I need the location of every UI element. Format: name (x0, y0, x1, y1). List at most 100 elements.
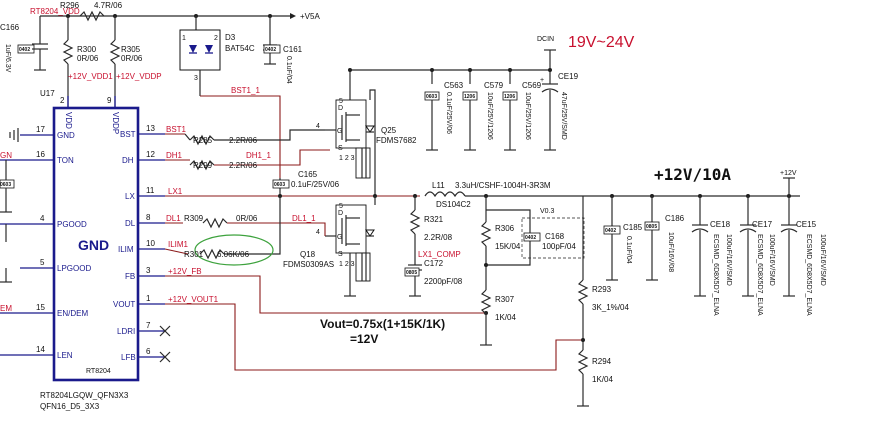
r307-ref: R307 (495, 295, 515, 304)
r305-ref: R305 (121, 45, 141, 54)
ic-footprint-2: QFN16_D5_3X3 (40, 402, 100, 411)
c168-val: 100pF/04 (542, 242, 576, 251)
svg-text:11: 11 (146, 186, 155, 195)
fb-vout-nets: +12V_FB +12V_VOUT1 Vout=0.75x(1+15K/1K) … (165, 267, 583, 371)
q25-val: FDMS7682 (376, 136, 417, 145)
bst-dh-nets: BST1 R285 2.2R/06 DH1 R299 2.2R/06 DH1_1 (165, 125, 330, 171)
r299-val: 2.2R/06 (229, 161, 258, 170)
net-bst1-1: BST1_1 (231, 86, 260, 95)
svg-text:17: 17 (36, 125, 45, 134)
input-voltage-label: 19V~24V (568, 34, 635, 51)
ce18-pkg: ECSMD_6D8X5D7_ELNA (712, 234, 719, 316)
q18-val: FDMS0309AS (283, 260, 334, 269)
svg-text:1: 1 (182, 35, 186, 42)
net-lx1-comp: LX1_COMP (418, 250, 461, 259)
c185-pkg: 0402 (605, 228, 616, 234)
svg-text:3: 3 (194, 75, 198, 82)
svg-text:1 2 3: 1 2 3 (339, 155, 355, 162)
output-rail-label: +12V/10A (654, 165, 731, 184)
svg-text:9: 9 (107, 96, 112, 105)
ilim-net: ILIM1 R301 6.06K/06 (164, 196, 281, 266)
svg-text:S: S (338, 251, 343, 258)
ldri-lfb (159, 325, 171, 363)
net-vdd1: +12V_VDD1 (68, 72, 113, 81)
net-vddp: +12V_VDDP (116, 72, 162, 81)
r285-ref: R285 (193, 136, 213, 145)
net-fb: +12V_FB (168, 267, 202, 276)
svg-text:FB: FB (125, 272, 135, 281)
net-ilim1: ILIM1 (168, 240, 189, 249)
svg-text:1: 1 (146, 294, 151, 303)
lx-net: LX1 L11 3.3uH/CSHF-1004H-3R3M DS104C2 +1… (165, 165, 800, 209)
r296-val: 4.7R/06 (94, 1, 123, 10)
c579-pkg: 1206 (464, 94, 475, 100)
l11-ref: L11 (432, 181, 445, 190)
c161-val: 0.1uF/04 (285, 56, 292, 84)
svg-text:+: + (540, 77, 544, 84)
r305: R305 0R/06 +12V_VDDP (109, 16, 162, 108)
d3-ref: D3 (225, 33, 236, 42)
svg-text:LX: LX (125, 192, 135, 201)
c165-ref: C165 (298, 170, 318, 179)
svg-text:S: S (338, 145, 343, 152)
dl-net: DL1 R309 0R/06 DL1_1 (165, 214, 326, 236)
r296 (79, 10, 105, 22)
r296-ref: R296 (60, 1, 80, 10)
r300-ref: R300 (77, 45, 97, 54)
svg-text:TON: TON (57, 156, 74, 165)
svg-text:13: 13 (146, 124, 155, 133)
input-caps: 0603 C563 0.1uF/25V/06 1206 C579 10uF/25… (424, 34, 635, 151)
ce15-ref: CE15 (796, 220, 817, 229)
c166-val: 1uF/6.3V (4, 44, 11, 73)
c186-ref: C186 (665, 214, 685, 223)
svg-text:8: 8 (146, 213, 151, 222)
svg-text:2: 2 (60, 96, 65, 105)
ic-center-label: GND (78, 237, 109, 253)
svg-text:5: 5 (339, 203, 343, 210)
c161: 0402 C161 0.1uF/04 (263, 16, 303, 84)
svg-text:VDDP: VDDP (111, 112, 120, 134)
net-vout1: +12V_VOUT1 (168, 295, 219, 304)
svg-text:G: G (337, 234, 342, 241)
c161-ref: C161 (283, 45, 303, 54)
ic-footprint-1: RT8204LGQW_QFN3X3 (40, 391, 129, 400)
net-lx1: LX1 (168, 187, 183, 196)
svg-text:15: 15 (36, 303, 45, 312)
net-vout: +12V (780, 170, 797, 177)
c172-pkg: 0805 (406, 270, 417, 276)
v5a-arrow (290, 13, 296, 19)
ce15-pkg: ECSMD_6D8X5D7_ELNA (805, 234, 812, 316)
net-bst1: BST1 (166, 125, 187, 134)
svg-text:4: 4 (316, 229, 320, 236)
left-side-nets: GN EM 0603 (0, 128, 19, 313)
d3-diode: 1 2 3 D3 BAT54C (179, 16, 255, 96)
ce15-val: 100uF/16V/SMD (819, 234, 826, 286)
r293-ref: R293 (592, 285, 612, 294)
c165-val: 0.1uF/25V/06 (291, 180, 340, 189)
svg-text:DL: DL (125, 219, 136, 228)
net-v5a: +V5A (300, 12, 320, 21)
svg-text:VDD: VDD (64, 112, 73, 129)
svg-text:2: 2 (214, 35, 218, 42)
svg-text:14: 14 (36, 345, 45, 354)
c563-pkg: 0603 (426, 94, 437, 100)
ce18-val: 100uF/16V/SMD (725, 234, 732, 286)
q25-mosfet: 5 D 4 G S 1 2 3 Q25 FDMS7682 (316, 68, 550, 196)
c168-variant: V0.3 (540, 208, 555, 215)
c185-val: 0.1uF/04 (625, 236, 632, 264)
ce19-val: 47uF/25V/SMD (560, 92, 567, 140)
ds104-val: DS104C2 (436, 200, 471, 209)
svg-text:D: D (338, 210, 343, 217)
r300: R300 0R/06 +12V_VDD1 (62, 16, 113, 108)
r300-val: 0R/06 (77, 54, 99, 63)
r306-val: 15K/04 (495, 242, 521, 251)
c165-pkg: 0603 (274, 182, 285, 188)
r307-val: 1K/04 (495, 313, 516, 322)
svg-text:LEN: LEN (57, 351, 73, 360)
svg-text:6: 6 (146, 347, 151, 356)
net-dl1-1: DL1_1 (292, 214, 316, 223)
net-em-partial: EM (0, 304, 12, 313)
net-dl1: DL1 (166, 214, 181, 223)
c166-ref: C166 (0, 23, 20, 32)
net-gn-partial: GN (0, 151, 12, 160)
